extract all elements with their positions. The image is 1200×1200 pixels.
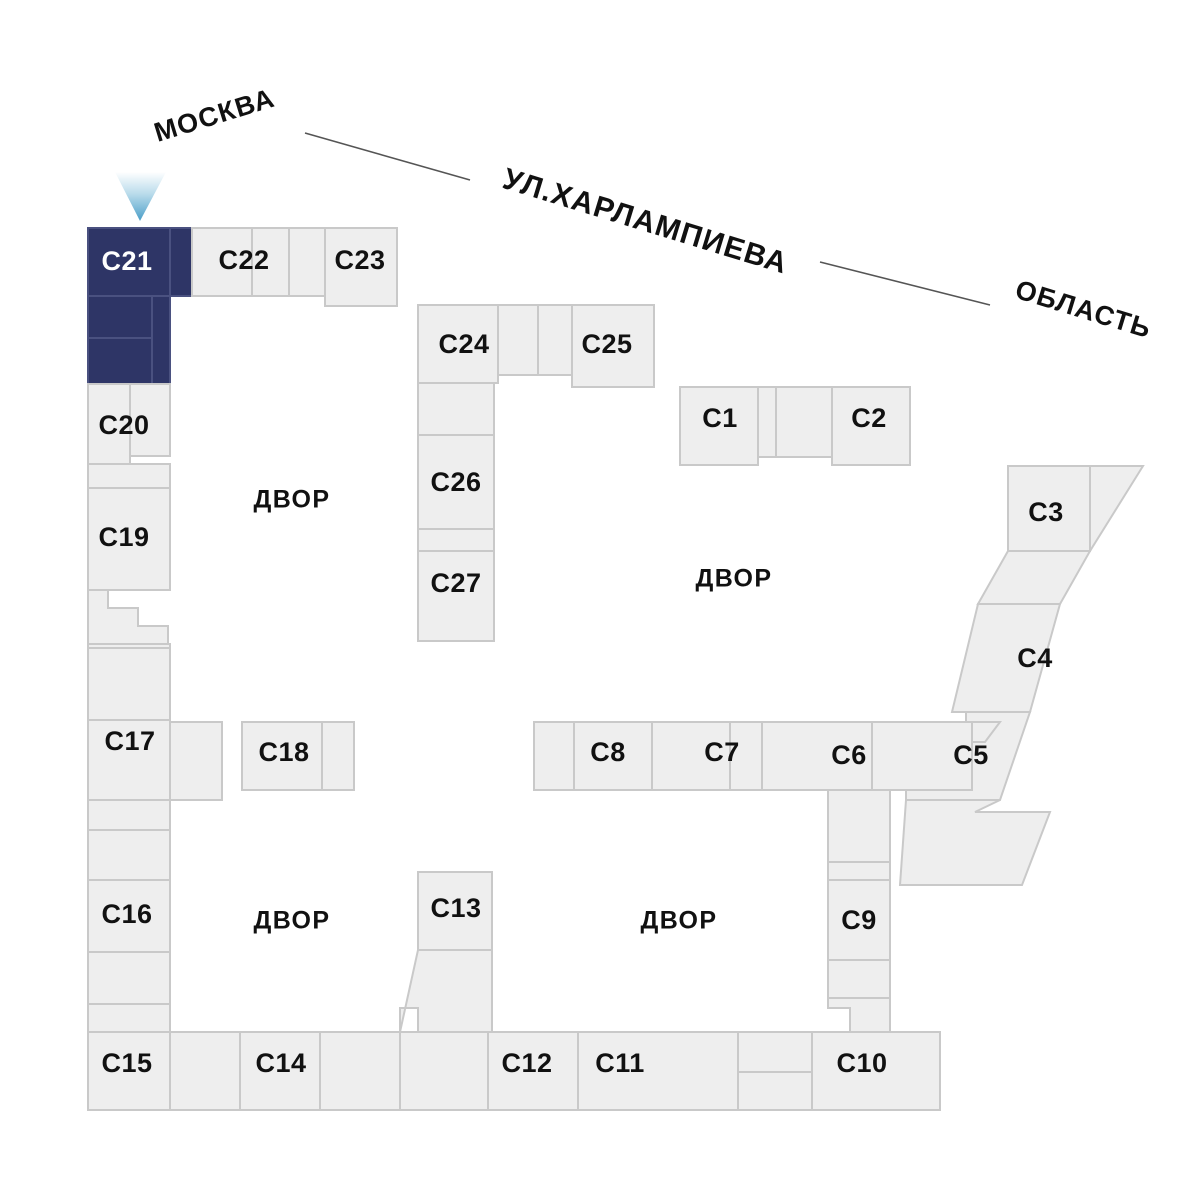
section-C13-segment-2[interactable] xyxy=(399,949,493,1033)
marker-triangle-icon xyxy=(115,172,166,221)
section-C22-segment-3[interactable] xyxy=(288,227,326,297)
section-C14-segment-2[interactable] xyxy=(319,1031,401,1111)
location-marker xyxy=(115,172,166,221)
section-C1-segment-2[interactable] xyxy=(757,386,777,458)
section-C9-segment-2[interactable] xyxy=(827,861,891,881)
direction-label-oblast: ОБЛАСТЬ xyxy=(1012,274,1155,344)
section-C5-lower[interactable] xyxy=(898,799,1052,886)
section-C2[interactable] xyxy=(831,386,911,466)
section-C25-segment-1[interactable] xyxy=(537,304,573,376)
yard-labels: ДВОР ДВОР ДВОР ДВОР xyxy=(254,486,773,935)
street-name-label: УЛ.ХАРЛАМПИЕВА xyxy=(499,162,792,280)
building-group-west[interactable]: C20 C19 C17 C16 xyxy=(87,383,223,1033)
section-C7[interactable] xyxy=(651,721,731,791)
section-C16-segment-4[interactable] xyxy=(87,951,171,1005)
section-C17[interactable] xyxy=(87,719,171,801)
yard-label-southwest: ДВОР xyxy=(254,907,331,935)
building-group-c1-c2[interactable]: C1 C2 xyxy=(679,386,911,466)
section-C7-segment-2[interactable] xyxy=(729,721,763,791)
building-group-north[interactable]: C21 C22 C23 xyxy=(87,227,398,385)
building-group-c13[interactable]: C13 xyxy=(399,871,493,1033)
section-C24-segment-2[interactable] xyxy=(497,304,539,376)
section-C27[interactable] xyxy=(417,550,495,642)
section-C4[interactable] xyxy=(950,603,1062,713)
section-C12-segment-1[interactable] xyxy=(399,1031,489,1111)
section-C9[interactable] xyxy=(827,879,891,961)
section-C19-step[interactable] xyxy=(87,589,169,645)
section-C18-segment-2[interactable] xyxy=(321,721,355,791)
section-C20-segment-3[interactable] xyxy=(87,463,171,489)
section-C9-segment-5[interactable] xyxy=(827,997,891,1033)
section-C12[interactable] xyxy=(487,1031,579,1111)
yard-label-southeast: ДВОР xyxy=(641,907,718,935)
section-C17-segment-3[interactable] xyxy=(169,721,223,801)
section-C6[interactable] xyxy=(761,721,873,791)
section-C2-segment-1[interactable] xyxy=(775,386,833,458)
building-group-c18[interactable]: C18 xyxy=(241,721,355,791)
section-C9-segment-4[interactable] xyxy=(827,959,891,999)
street-line-left xyxy=(304,132,471,181)
section-C16-segment-5[interactable] xyxy=(87,1003,171,1033)
building-group-mid-row[interactable]: C8 C7 C6 C5 xyxy=(533,721,1002,791)
section-C17-segment-1[interactable] xyxy=(87,647,171,721)
section-C20[interactable] xyxy=(87,383,131,465)
direction-label-moscow: МОСКВА xyxy=(151,83,279,148)
section-C14[interactable] xyxy=(239,1031,321,1111)
section-C13[interactable] xyxy=(417,871,493,951)
section-C22-segment-2[interactable] xyxy=(251,227,290,297)
section-C26-segment-3[interactable] xyxy=(417,528,495,552)
section-C16[interactable] xyxy=(87,879,171,953)
section-C3[interactable] xyxy=(1007,465,1091,552)
section-C19[interactable] xyxy=(87,487,171,591)
section-C21[interactable] xyxy=(87,227,171,297)
section-C5[interactable] xyxy=(871,721,973,791)
section-C24[interactable] xyxy=(417,304,499,384)
yard-label-northwest: ДВОР xyxy=(254,486,331,514)
building-group-center[interactable]: C24 C25 C26 C27 xyxy=(417,304,655,642)
building-group-east-angled[interactable]: C3 C4 xyxy=(898,465,1145,886)
section-C26[interactable] xyxy=(417,434,495,530)
section-C15[interactable] xyxy=(87,1031,171,1111)
section-C8-segment-1[interactable] xyxy=(533,721,575,791)
section-C21-segment-4[interactable] xyxy=(151,295,171,385)
section-C11[interactable] xyxy=(577,1031,739,1111)
section-C26-segment-1[interactable] xyxy=(417,382,495,436)
building-group-c9[interactable]: C9 xyxy=(827,789,891,1033)
section-C9-segment-1[interactable] xyxy=(827,789,891,863)
section-C11-segment-2[interactable] xyxy=(737,1031,813,1073)
section-C23[interactable] xyxy=(324,227,398,307)
section-C20-segment-2[interactable] xyxy=(129,383,171,457)
section-C16-segment-1[interactable] xyxy=(87,799,171,831)
section-C11-segment-3[interactable] xyxy=(737,1071,813,1111)
section-C21-wing[interactable] xyxy=(169,227,193,297)
section-C18[interactable] xyxy=(241,721,323,791)
section-C3-segment-3[interactable] xyxy=(976,550,1092,605)
yard-label-northeast: ДВОР xyxy=(696,565,773,593)
section-C8[interactable] xyxy=(573,721,653,791)
section-C16-segment-2[interactable] xyxy=(87,829,171,881)
street-line-right xyxy=(819,261,991,306)
building-group-south[interactable]: C15 C14 C12 C11 C10 xyxy=(87,1031,941,1111)
section-C1[interactable] xyxy=(679,386,759,466)
section-C15-segment-2[interactable] xyxy=(169,1031,241,1111)
section-C25[interactable] xyxy=(571,304,655,388)
section-C22[interactable] xyxy=(191,227,253,297)
section-C10[interactable] xyxy=(811,1031,941,1111)
